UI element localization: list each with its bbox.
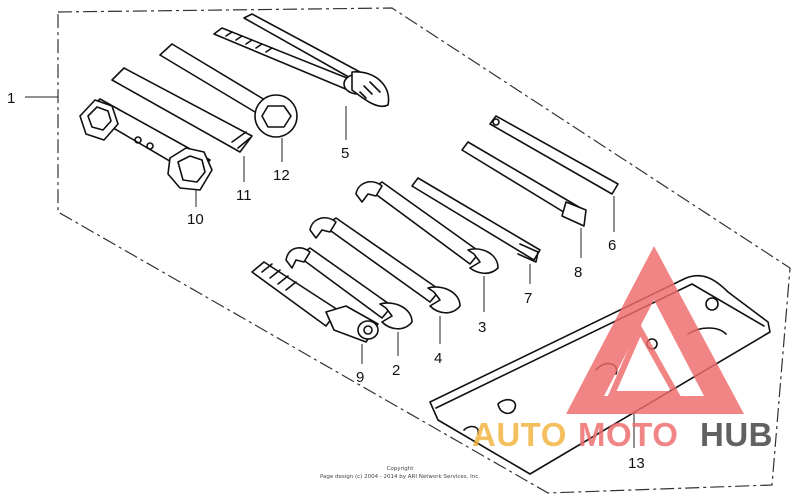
copyright-line-2: Page design (c) 2004 - 2014 by ARI Netwo… xyxy=(320,474,480,480)
copyright-line-1: Copyright xyxy=(387,466,415,472)
pin-spanner-wrench xyxy=(159,43,298,138)
callout-11: 11 xyxy=(236,187,252,204)
open-end-wrench-4 xyxy=(309,217,461,314)
callout-2: 2 xyxy=(392,362,400,379)
watermark-moto: MOTO xyxy=(578,416,678,453)
automotohub-watermark: AUTO MOTO HUB xyxy=(472,246,773,453)
callout-5: 5 xyxy=(341,145,349,162)
callout-10: 10 xyxy=(187,211,204,228)
phillips-screwdriver xyxy=(411,177,541,263)
watermark-hub: HUB xyxy=(700,416,773,453)
callout-4: 4 xyxy=(434,350,442,367)
callout-1: 1 xyxy=(7,90,15,107)
callout-6: 6 xyxy=(608,237,616,254)
open-end-wrench-2 xyxy=(285,247,413,330)
open-end-wrench-3 xyxy=(355,181,499,275)
callout-12: 12 xyxy=(273,167,290,184)
callout-8: 8 xyxy=(574,264,582,281)
tommy-bar xyxy=(111,67,253,153)
callout-7: 7 xyxy=(524,290,532,307)
screwdriver-long xyxy=(489,115,619,195)
callout-9: 9 xyxy=(356,369,364,386)
assembly-boundary xyxy=(57,7,791,494)
screwdriver-handle xyxy=(251,261,379,343)
flat-screwdriver xyxy=(461,141,587,227)
pliers xyxy=(213,13,390,108)
tube-socket-wrench xyxy=(79,98,213,191)
callout-3: 3 xyxy=(478,319,486,336)
watermark-triangle-icon xyxy=(566,246,744,414)
callout-13: 13 xyxy=(628,455,645,472)
watermark-auto: AUTO xyxy=(472,416,567,453)
